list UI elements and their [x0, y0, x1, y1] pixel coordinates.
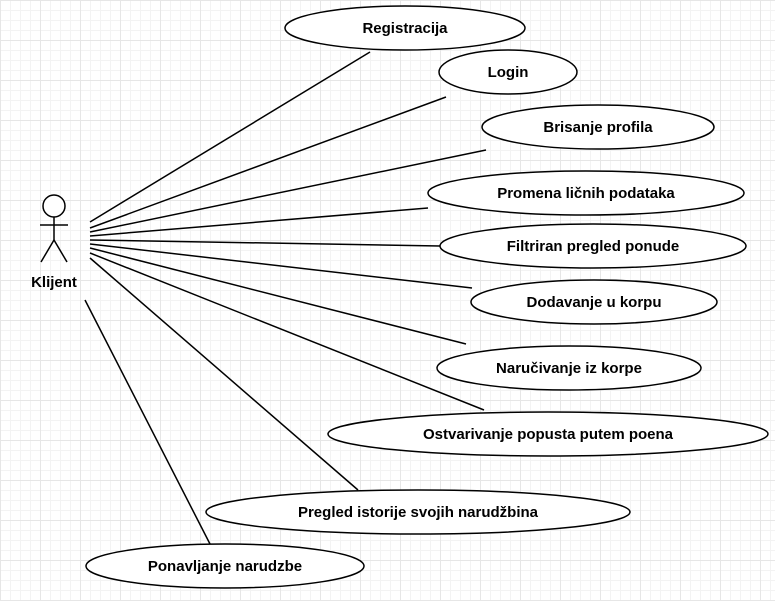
use-case-label: Registracija: [362, 20, 448, 37]
use-case-label: Login: [488, 64, 529, 81]
associations: [84, 51, 487, 545]
use-case-label: Pregled istorije svojih narudžbina: [298, 504, 539, 521]
association-line: [89, 51, 371, 223]
use-case-ellipse: [438, 49, 578, 95]
use-case[interactable]: Promena ličnih podataka: [427, 170, 745, 216]
actor-left-leg: [40, 239, 55, 263]
use-case[interactable]: Ostvarivanje popusta putem poena: [327, 411, 769, 457]
use-case-ellipse: [327, 411, 769, 457]
use-case-ellipse: [481, 104, 715, 150]
association-line: [89, 257, 359, 491]
association-line: [89, 252, 485, 411]
use-case[interactable]: Dodavanje u korpu: [470, 279, 718, 325]
use-case-label: Ostvarivanje popusta putem poena: [423, 426, 674, 443]
use-case[interactable]: Filtriran pregled ponude: [439, 223, 747, 269]
use-case-ellipse: [470, 279, 718, 325]
use-case-ellipse: [284, 5, 526, 51]
use-case[interactable]: Pregled istorije svojih narudžbina: [205, 489, 631, 535]
use-case[interactable]: Registracija: [284, 5, 526, 51]
use-case[interactable]: Naručivanje iz korpe: [436, 345, 702, 391]
use-case-label: Promena ličnih podataka: [497, 185, 675, 202]
association-line: [89, 247, 467, 345]
actor-head: [42, 194, 66, 218]
actor-label: Klijent: [31, 274, 77, 291]
use-case[interactable]: Brisanje profila: [481, 104, 715, 150]
use-case-ellipse: [205, 489, 631, 535]
actor-klijent[interactable]: Klijent: [31, 194, 77, 291]
use-case[interactable]: Login: [438, 49, 578, 95]
use-case[interactable]: Ponavljanje narudzbe: [85, 543, 365, 589]
association-line: [84, 299, 211, 545]
association-line: [89, 149, 487, 233]
use-case-ellipse: [85, 543, 365, 589]
association-line: [89, 96, 447, 229]
use-case-label: Dodavanje u korpu: [526, 294, 661, 311]
association-line: [89, 239, 441, 247]
use-case-ellipse: [436, 345, 702, 391]
actor-right-leg: [53, 239, 68, 263]
association-line: [89, 243, 473, 289]
use-case-ellipse: [439, 223, 747, 269]
use-case-label: Filtriran pregled ponude: [507, 238, 680, 255]
use-case-ellipse: [427, 170, 745, 216]
association-line: [89, 207, 429, 237]
use-case-label: Brisanje profila: [543, 119, 653, 136]
use-case-label: Ponavljanje narudzbe: [148, 558, 302, 575]
use-case-label: Naručivanje iz korpe: [496, 360, 642, 377]
